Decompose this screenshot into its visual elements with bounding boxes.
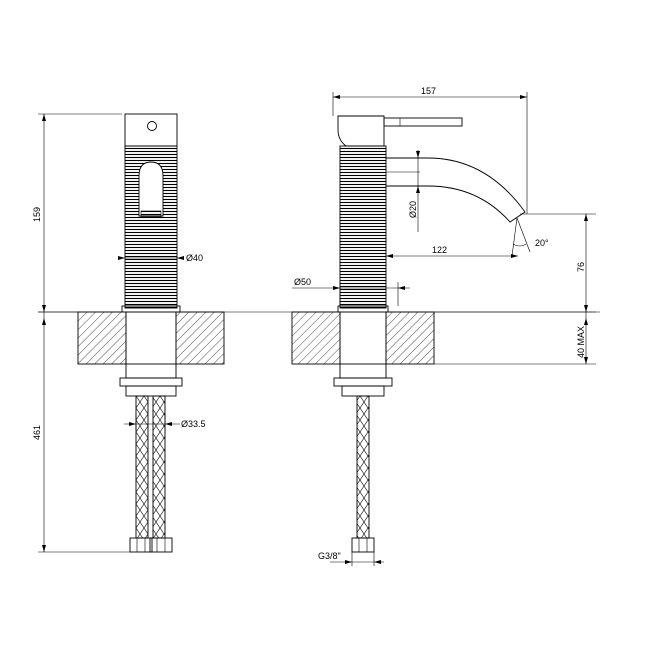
front-hose-left [135, 395, 149, 539]
dim-front-height-bottom: 461 [32, 425, 42, 440]
front-view: 159 461 Ø40 Ø33.5 [32, 113, 225, 553]
front-washer [125, 385, 177, 397]
dim-front-height-top: 159 [32, 207, 42, 222]
side-deck-right [385, 311, 435, 365]
front-hose-nut-right [149, 537, 173, 553]
dim-side-deck-thickness: 40 MAX [576, 326, 586, 358]
front-shank [125, 363, 177, 379]
front-hose-right [152, 395, 166, 539]
dim-side-reach: 157 [421, 86, 436, 96]
dim-side-thread: G3/8" [318, 551, 341, 561]
side-shank [339, 363, 387, 379]
dim-side-spout-diameter: Ø20 [408, 201, 418, 218]
side-view: 157 Ø20 122 20° 76 40 MAX [291, 86, 596, 566]
dim-side-spout-height: 76 [576, 262, 586, 272]
front-spout-opening [138, 161, 164, 217]
side-handle-block [337, 115, 385, 147]
side-hose [356, 395, 370, 539]
front-aerator [140, 210, 162, 218]
side-lever [383, 117, 463, 127]
front-hose-nut-left [129, 537, 153, 553]
front-deck-right [175, 311, 225, 365]
dim-side-spout-length: 122 [432, 245, 447, 255]
side-deck-left [291, 311, 341, 365]
dim-front-body-diameter: Ø40 [186, 253, 203, 263]
dim-front-hose-diameter: Ø33.5 [181, 419, 206, 429]
side-ribbed-body [339, 145, 387, 309]
dim-side-base-diameter: Ø50 [294, 277, 311, 287]
side-hose-nut [351, 537, 375, 553]
front-fixing-nut [119, 377, 183, 387]
side-fixing-nut [333, 377, 393, 387]
front-deck-left [77, 311, 127, 365]
front-handle-hole [147, 121, 157, 131]
side-spout [386, 157, 526, 223]
side-washer [341, 385, 385, 397]
dim-side-spout-angle: 20° [535, 238, 549, 248]
